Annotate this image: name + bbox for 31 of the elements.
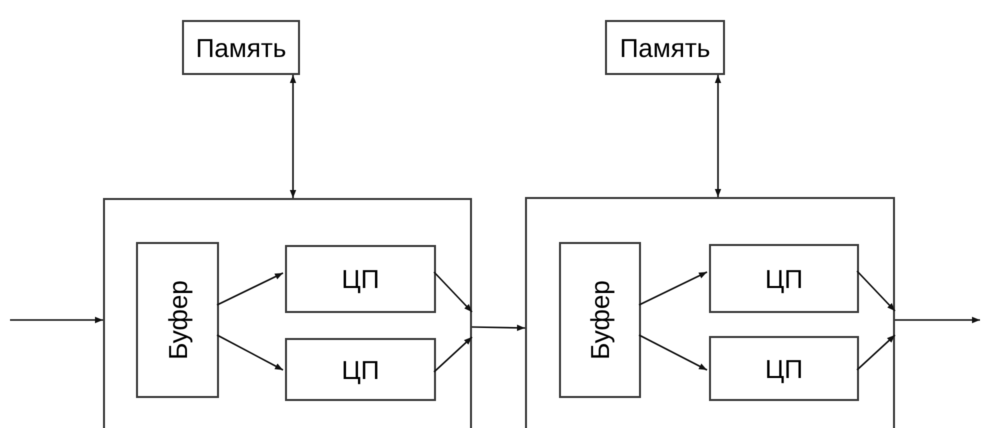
container-box xyxy=(103,198,472,428)
arrow xyxy=(472,324,526,332)
processor-box xyxy=(285,338,436,401)
arrow xyxy=(714,75,722,197)
arrow xyxy=(10,316,103,324)
box-label: Память xyxy=(196,34,286,60)
arrow xyxy=(638,334,708,371)
box-label: Буфер xyxy=(164,280,190,360)
processor-box xyxy=(709,244,859,313)
processor-box xyxy=(285,245,436,313)
arrow xyxy=(216,334,284,371)
buffer-box xyxy=(136,242,219,398)
arrow xyxy=(638,271,708,306)
container-box xyxy=(525,197,895,428)
memory-box xyxy=(605,20,725,75)
arrow xyxy=(433,271,473,313)
box-label: ЦП xyxy=(765,266,803,292)
arrow xyxy=(290,75,296,198)
arrow xyxy=(895,316,980,324)
box-label: ЦП xyxy=(342,266,380,292)
box-label: ЦП xyxy=(342,356,380,382)
box-label: Память xyxy=(620,34,710,60)
box-label: Буфер xyxy=(587,280,613,360)
buffer-box xyxy=(559,242,641,398)
arrow xyxy=(216,272,284,306)
arrow xyxy=(433,336,473,373)
memory-box xyxy=(182,20,300,75)
processor-box xyxy=(709,336,859,401)
box-label: ЦП xyxy=(765,356,803,382)
arrow xyxy=(856,270,896,312)
arrow xyxy=(856,334,896,371)
